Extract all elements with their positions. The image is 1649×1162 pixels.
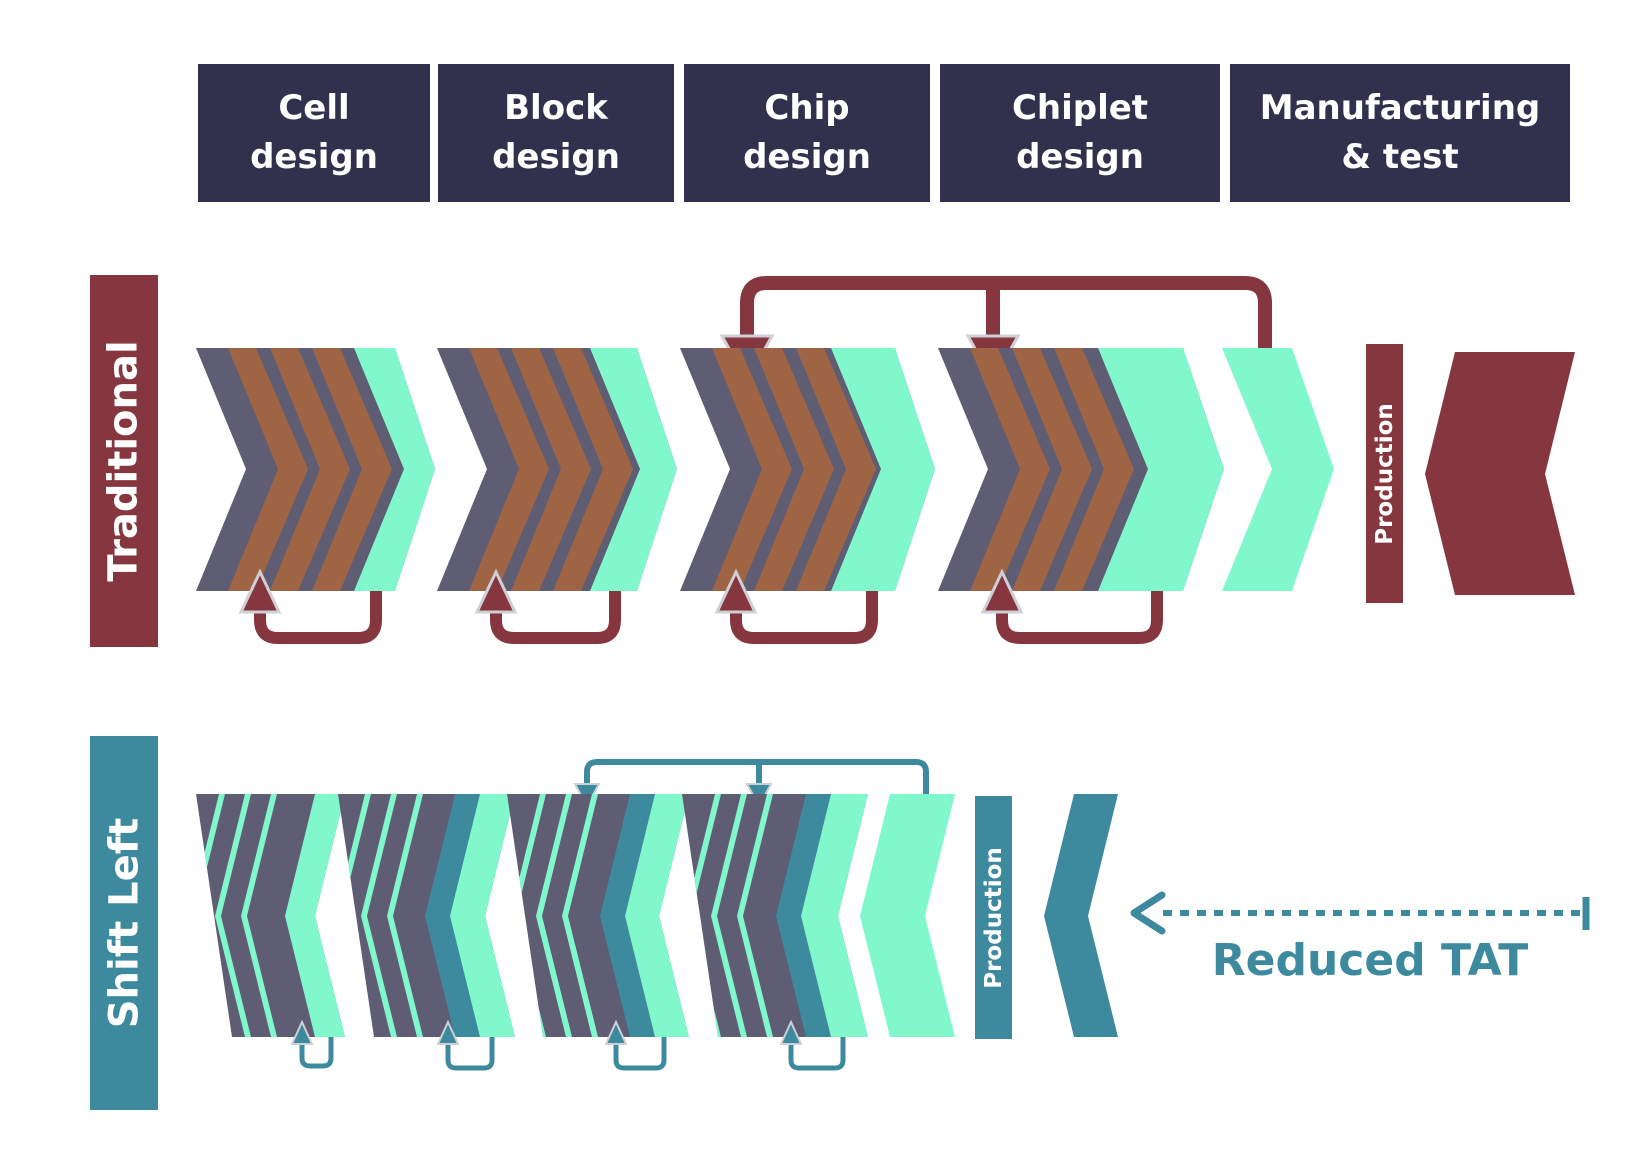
stage-header-cell-design: Cell design bbox=[198, 64, 430, 202]
traditional-production-label: Production bbox=[1371, 402, 1398, 545]
row-label-shift-left: Shift Left bbox=[90, 736, 158, 1110]
shift-left-stage-chevron-manufacturing bbox=[860, 794, 955, 1037]
shift-left-loop-arrowhead bbox=[604, 1019, 628, 1045]
traditional-stage-chevron-cell bbox=[196, 348, 435, 591]
stage-header-chiplet-design: Chiplet design bbox=[940, 64, 1220, 202]
traditional-top-feedback-loop bbox=[740, 276, 1272, 348]
shift-left-production-bar: Production bbox=[975, 796, 1012, 1039]
traditional-bottom-feedback-loops bbox=[254, 591, 1163, 644]
shift-left-end-chevron bbox=[1044, 794, 1118, 1037]
shift-left-stage-chevron-chip bbox=[507, 794, 689, 1037]
traditional-loop-arrowhead bbox=[474, 568, 518, 614]
shift-left-loop-arrowhead bbox=[290, 1019, 314, 1045]
traditional-loop-arrowhead bbox=[714, 568, 758, 614]
stage-header-block-design: Block design bbox=[438, 64, 674, 202]
reduced-tat-arrow bbox=[1130, 891, 1590, 935]
shift-left-loop-arrowhead bbox=[436, 1019, 460, 1045]
traditional-stage-chevron-manufacturing bbox=[1222, 348, 1334, 591]
traditional-production-bar: Production bbox=[1366, 344, 1403, 603]
traditional-stage-chevron-block bbox=[437, 348, 677, 591]
shift-left-stage-chevron-cell bbox=[196, 794, 345, 1037]
stage-header-chip-design: Chip design bbox=[684, 64, 930, 202]
traditional-end-chevron bbox=[1425, 352, 1575, 595]
traditional-stage-chevron-chiplet bbox=[938, 348, 1224, 591]
shift-left-loop-arrowhead bbox=[779, 1019, 803, 1045]
shift-left-top-feedback-loop bbox=[584, 759, 929, 794]
shift-left-bottom-feedback-loops bbox=[299, 1037, 846, 1071]
traditional-loop-arrowhead bbox=[980, 568, 1024, 614]
shift-left-stage-chevron-block bbox=[338, 794, 515, 1037]
shift-left-stage-chevron-chiplet bbox=[682, 794, 868, 1037]
traditional-loop-arrowhead bbox=[238, 568, 282, 614]
reduced-tat-label: Reduced TAT bbox=[1211, 935, 1529, 986]
shift-left-production-label: Production bbox=[980, 846, 1007, 989]
traditional-stage-chevron-chip bbox=[680, 348, 935, 591]
stage-header-manufacturing-test: Manufacturing & test bbox=[1230, 64, 1570, 202]
row-label-traditional: Traditional bbox=[90, 275, 158, 647]
